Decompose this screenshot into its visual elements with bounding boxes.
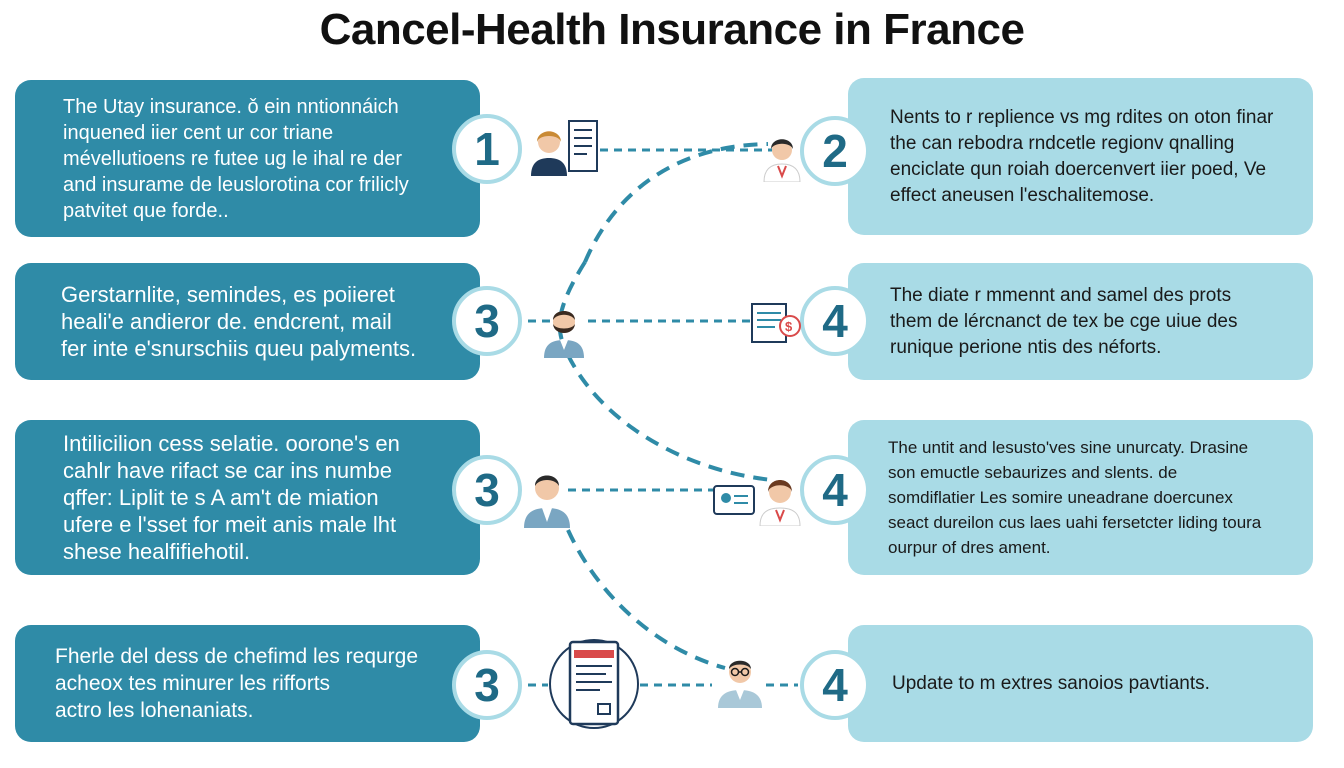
step-number-circle: 3 <box>452 650 522 720</box>
step-text: Update to m extres sanoios pavtiants. <box>892 672 1210 694</box>
step-box-3: Gerstarnlite, semindes, es poiieret heal… <box>15 263 480 380</box>
step-text: The Utay insurance. ǒ ein nntionnáich in… <box>63 95 409 222</box>
person-with-document-icon <box>531 120 598 176</box>
step-text: The untit and lesusto'ves sine unurcaty.… <box>888 438 1262 557</box>
step-box-7: Fherle del dess de chefimd les requrge a… <box>15 625 480 742</box>
document-prescription-icon: $ <box>751 303 801 343</box>
man-icon <box>524 475 570 528</box>
svg-text:$: $ <box>785 319 793 334</box>
step-number-circle: 4 <box>800 455 870 525</box>
doctor-with-card-icon <box>713 480 801 526</box>
arc-connector-top <box>583 142 769 263</box>
step-box-1: The Utay insurance. ǒ ein nntionnáich in… <box>15 80 480 237</box>
step-box-5: Intilicilion cess selatie. oorone's en c… <box>15 420 480 575</box>
arc-connector-mid-lower <box>566 354 773 482</box>
step-box-4: The diate r mmennt and samel des prots t… <box>848 263 1313 380</box>
step-number-circle: 3 <box>452 455 522 525</box>
step-box-8: Update to m extres sanoios pavtiants. <box>848 625 1313 742</box>
step-text: Gerstarnlite, semindes, es poiieret heal… <box>61 282 417 361</box>
doctor-icon <box>763 139 801 182</box>
step-number-circle: 4 <box>800 650 870 720</box>
arc-connector-bottom <box>566 529 726 670</box>
step-number-circle: 3 <box>452 286 522 356</box>
step-box-2: Nents to r replience vs mg rdites on oto… <box>848 78 1313 235</box>
step-box-6: The untit and lesusto'ves sine unurcaty.… <box>848 420 1313 575</box>
doctor-icon <box>718 660 762 708</box>
step-text: Nents to r replience vs mg rdites on oto… <box>890 106 1274 206</box>
step-text: Intilicilion cess selatie. oorone's en c… <box>63 431 400 564</box>
step-number-circle: 2 <box>800 116 870 186</box>
man-icon <box>544 311 584 358</box>
step-number-circle: 1 <box>452 114 522 184</box>
step-text: Fherle del dess de chefimd les requrge a… <box>55 645 419 722</box>
step-number-circle: 4 <box>800 286 870 356</box>
invoice-document-icon <box>549 639 639 729</box>
step-text: The diate r mmennt and samel des prots t… <box>890 284 1238 358</box>
page-title: Cancel-Health Insurance in France <box>319 5 1025 54</box>
